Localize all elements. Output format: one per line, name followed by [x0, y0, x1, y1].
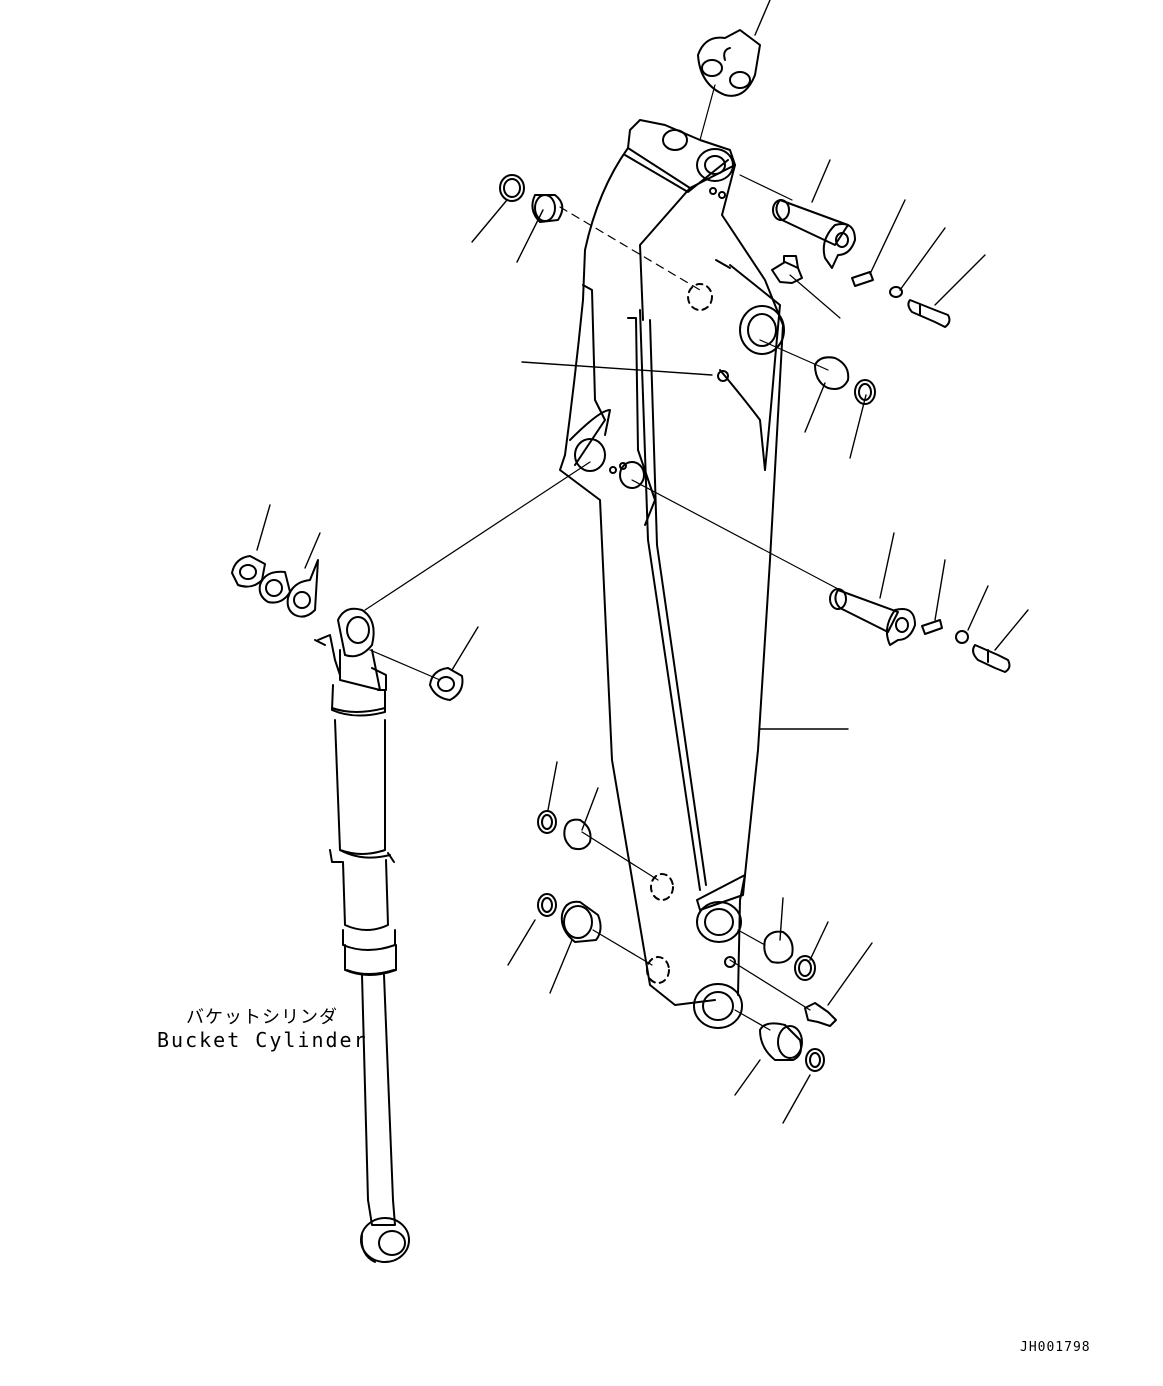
lower-left-bushings	[537, 810, 602, 943]
mid-right-bushing	[814, 356, 876, 405]
cylinder-pin-assembly	[829, 588, 1011, 673]
drawing-number: JH001798	[1020, 1340, 1091, 1355]
lock-plates-left	[231, 555, 319, 618]
projection-lines	[364, 84, 841, 1031]
cylinder-head-washer	[429, 667, 464, 701]
lock-plates-top	[697, 29, 761, 97]
cylinder-caption-english: Bucket Cylinder	[157, 1028, 368, 1052]
leader-lines	[256, 0, 1029, 1124]
lower-right-bushings	[759, 930, 837, 1072]
top-pin-assembly	[771, 199, 951, 328]
cylinder-caption-japanese: バケットシリンダ	[186, 1007, 338, 1028]
bucket-cylinder	[314, 607, 410, 1263]
arm-body	[559, 119, 785, 1029]
top-left-bushing	[499, 174, 564, 223]
